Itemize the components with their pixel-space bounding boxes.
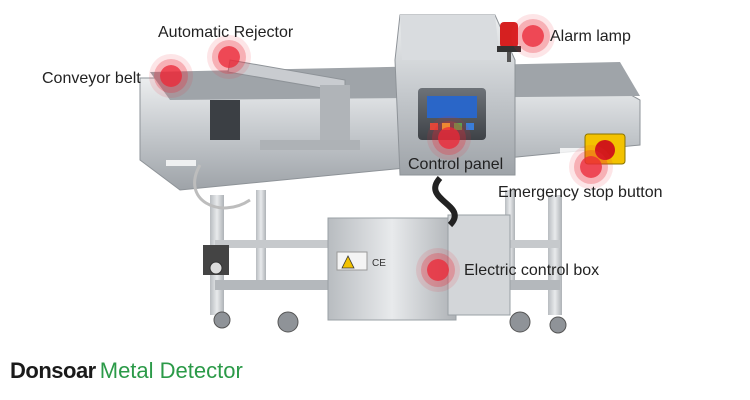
ce-mark: CE <box>372 258 386 269</box>
cable <box>432 175 458 228</box>
electric-control-box: CE <box>327 214 511 321</box>
alarm-lamp <box>497 22 521 62</box>
brand-product: Metal Detector <box>99 358 243 383</box>
electric-box-hotspot[interactable] <box>427 259 449 281</box>
control-panel-label: Control panel <box>408 156 504 173</box>
alarm-lamp-label: Alarm lamp <box>550 28 631 45</box>
air-hose <box>193 164 251 210</box>
conveyor-belt-label: Conveyor belt <box>42 70 141 87</box>
control-panel <box>418 88 486 140</box>
electric-box-label: Electric control box <box>464 262 600 279</box>
emergency-stop-hotspot[interactable] <box>580 156 602 178</box>
emergency-stop-button <box>584 133 626 165</box>
air-filter <box>203 245 229 275</box>
alarm-lamp-hotspot[interactable] <box>522 25 544 47</box>
automatic-rejector-hotspot[interactable] <box>218 46 240 68</box>
control-panel-hotspot[interactable] <box>438 127 460 149</box>
emergency-stop-label: Emergency stop button <box>498 184 663 201</box>
caster-wheels <box>213 311 567 334</box>
automatic-rejector-label: Automatic Rejector <box>158 24 294 41</box>
automatic-rejector <box>227 59 360 150</box>
brand-name: Donsoar <box>10 358 96 383</box>
conveyor-belt-hotspot[interactable] <box>160 65 182 87</box>
conveyor-body <box>139 62 641 191</box>
